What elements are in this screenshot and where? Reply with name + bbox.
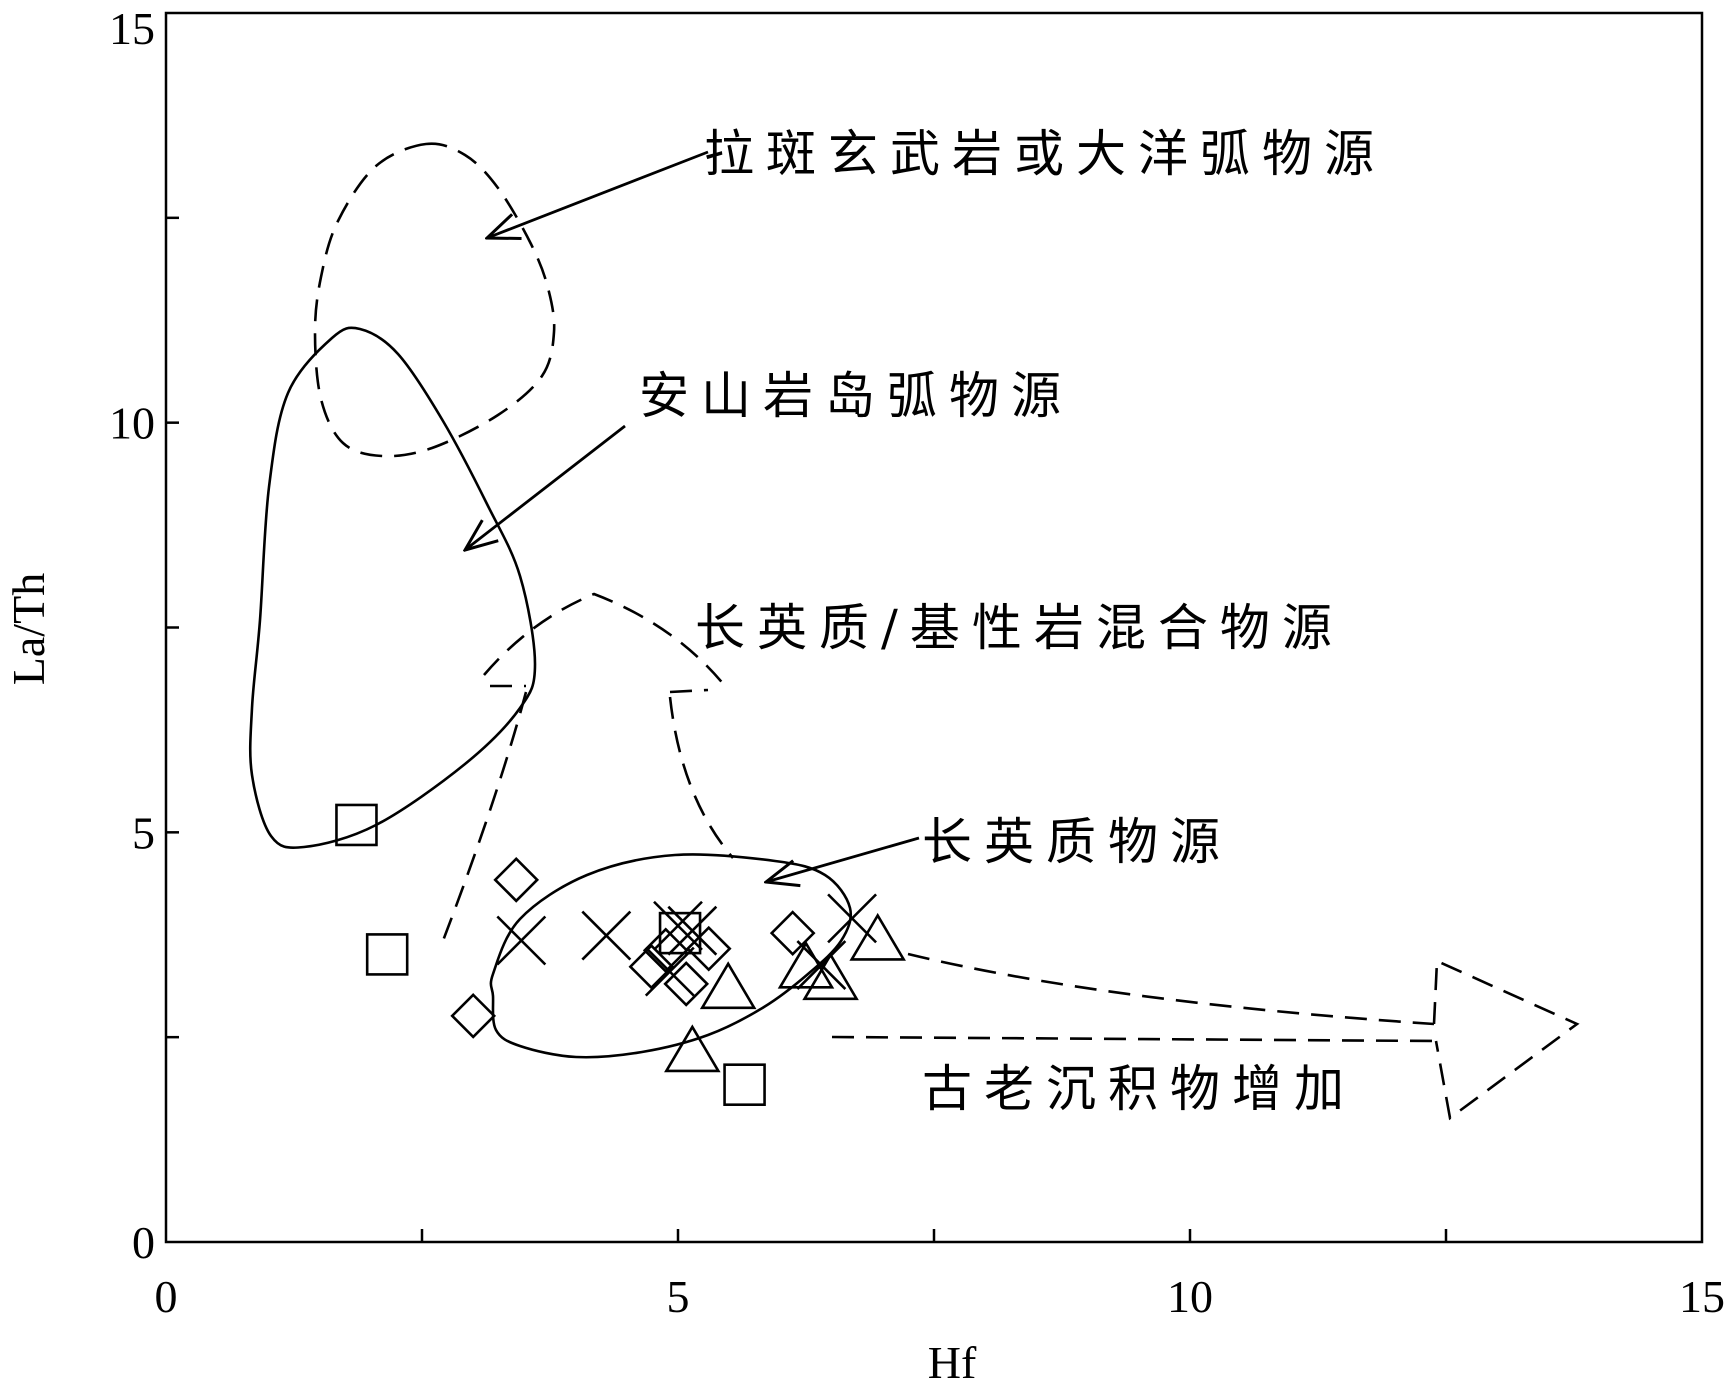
point-cross-stroke bbox=[653, 900, 703, 951]
point-square bbox=[335, 803, 378, 847]
point-triangle bbox=[777, 940, 835, 989]
point-cross bbox=[581, 910, 632, 961]
point-diamond bbox=[663, 961, 710, 1007]
sediment-arrow-upper-shaft bbox=[907, 952, 1435, 1026]
mixed-field-right-step bbox=[669, 688, 709, 694]
point-cross-stroke bbox=[827, 893, 877, 944]
field-tholeiitic-basalt-oceanic-arc bbox=[313, 142, 556, 458]
annotation-old-sediment-increase: 古老沉积物增加 bbox=[922, 1060, 1356, 1118]
x-tick-label: 5 bbox=[667, 1271, 690, 1322]
point-cross bbox=[667, 905, 718, 956]
x-tick-label: 15 bbox=[1679, 1271, 1725, 1322]
pointer-felsic-annotation bbox=[766, 836, 920, 882]
point-diamond bbox=[628, 943, 675, 990]
annotation-andesite-island-arc-source: 安山岩岛弧物源 bbox=[639, 367, 1073, 425]
point-diamond bbox=[450, 993, 497, 1039]
point-cross-stroke bbox=[796, 940, 847, 990]
annotation-felsic-basic-mixed-source: 长英质/基性岩混合物源 bbox=[695, 599, 1344, 657]
y-tick-label: 5 bbox=[132, 807, 155, 858]
point-triangle bbox=[699, 961, 757, 1010]
source-fields bbox=[248, 142, 1580, 1121]
point-square bbox=[723, 1063, 766, 1106]
field-andesitic-island-arc bbox=[248, 326, 537, 850]
x-tick-label: 0 bbox=[155, 1271, 178, 1322]
point-cross-stroke bbox=[581, 910, 632, 961]
point-cross bbox=[496, 915, 547, 966]
point-cross-stroke bbox=[496, 915, 547, 966]
field-mixed-felsic-basic bbox=[439, 592, 734, 947]
point-square bbox=[365, 933, 409, 976]
x-tick-label: 10 bbox=[1167, 1271, 1213, 1322]
x-axis-label: Hf bbox=[928, 1337, 977, 1388]
point-diamond bbox=[769, 910, 816, 956]
y-tick-label: 0 bbox=[132, 1217, 155, 1268]
axis-tick-labels: 0 5 10 15 0 5 10 15 bbox=[109, 3, 1725, 1322]
annotation-tholeiite-oceanic-arc-source: 拉斑玄武岩或大洋弧物源 bbox=[704, 125, 1386, 183]
point-square bbox=[658, 911, 702, 955]
point-triangle bbox=[664, 1024, 721, 1073]
pointer-andesite-annotation bbox=[465, 424, 626, 550]
y-tick-label: 10 bbox=[109, 398, 155, 449]
point-cross bbox=[644, 946, 695, 997]
point-cross-stroke bbox=[667, 905, 718, 956]
point-cross bbox=[796, 940, 847, 990]
point-cross-stroke bbox=[644, 946, 695, 997]
sediment-arrow-head bbox=[1432, 959, 1580, 1121]
mixed-field-right-branch bbox=[668, 696, 734, 859]
old-sediment-increase-arrow bbox=[831, 952, 1580, 1121]
axis-ticks bbox=[166, 216, 1448, 1242]
y-tick-label: 15 bbox=[109, 3, 155, 54]
y-axis-label: La/Th bbox=[3, 573, 54, 685]
field-felsic-source bbox=[489, 853, 853, 1059]
point-triangle bbox=[802, 952, 859, 1001]
point-cross bbox=[827, 893, 877, 944]
sediment-arrow-lower-shaft bbox=[831, 1035, 1435, 1043]
mixed-field-upper-arch bbox=[483, 592, 727, 687]
point-diamond bbox=[642, 927, 689, 974]
annotation-felsic-source: 长英质物源 bbox=[922, 813, 1232, 871]
point-cross bbox=[653, 900, 703, 951]
pointer-tholeiite-annotation bbox=[487, 150, 709, 238]
mixed-field-left-branch bbox=[439, 691, 528, 947]
data-points bbox=[335, 803, 906, 1106]
point-diamond bbox=[493, 857, 540, 903]
point-triangle bbox=[849, 912, 906, 961]
